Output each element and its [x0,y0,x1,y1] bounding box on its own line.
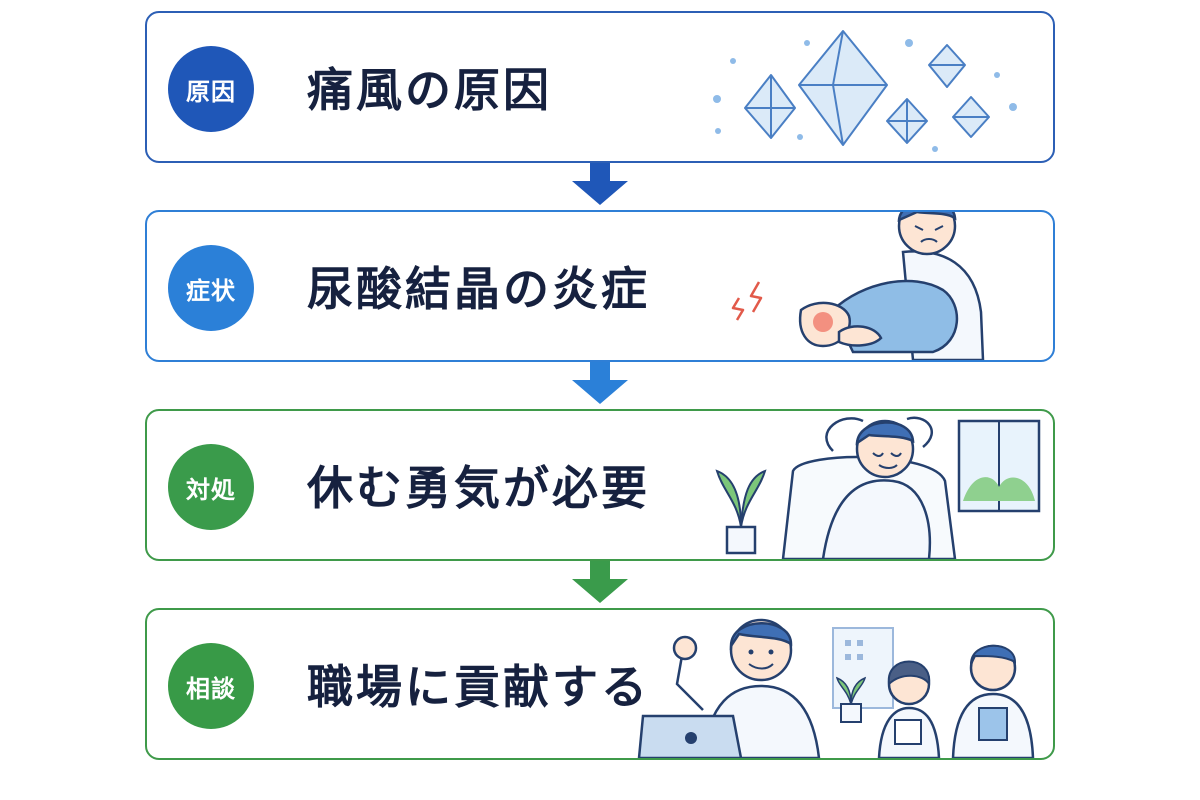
step-card-consult: 相談 職場に貢献する [145,608,1055,760]
man-holding-foot-icon [731,212,985,360]
step-title-symptom: 尿酸結晶の炎症 [307,262,650,316]
arrow-down-icon [572,362,628,404]
crystals-icon [713,30,1017,152]
step-title-cause: 痛風の原因 [307,63,552,117]
man-resting-icon [715,416,1041,559]
step-title-consult: 職場に貢献する [307,660,650,714]
arrow-down-icon [572,561,628,603]
step-card-cause: 原因 痛風の原因 [145,11,1055,163]
arrow-down-icon [572,163,628,205]
step-card-treatment: 対処 休む勇気が必要 [145,409,1055,561]
step-badge-treatment: 対処 [168,444,254,530]
step-badge-symptom: 症状 [168,245,254,331]
office-workers-icon [637,618,1035,758]
step-title-treatment: 休む勇気が必要 [307,461,650,515]
step-badge-cause: 原因 [168,46,254,132]
step-badge-consult: 相談 [168,643,254,729]
step-card-symptom: 症状 尿酸結晶の炎症 [145,210,1055,362]
